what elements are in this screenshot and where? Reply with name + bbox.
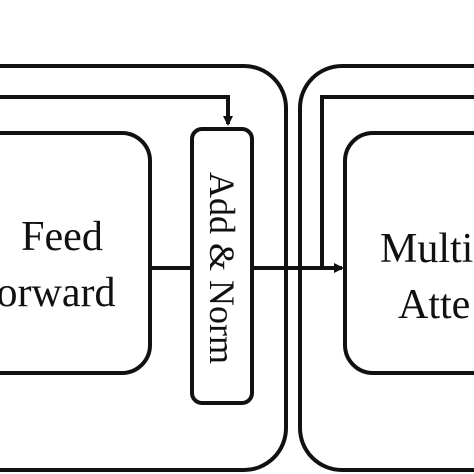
feed-forward-label-line1: Feed (21, 214, 103, 260)
feed-forward-box (0, 131, 152, 375)
multi-head-attention-box (343, 131, 474, 375)
feed-forward-sublayer-container (0, 64, 288, 472)
feed-forward-label-line2: orward (0, 270, 115, 316)
attention-residual-branch (320, 95, 474, 268)
attention-label-line1: Multi (380, 226, 473, 272)
add-norm-label: Add & Norm (202, 172, 242, 364)
residual-connection-arrow (0, 95, 233, 126)
attention-label-line2: Atte (398, 282, 470, 328)
